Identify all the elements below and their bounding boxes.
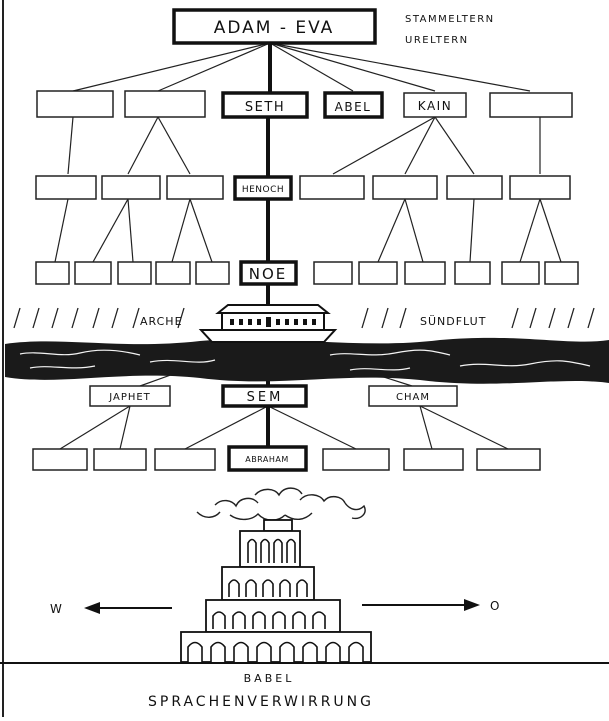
ark-icon — [198, 304, 338, 343]
gen2-empty-box — [446, 175, 503, 200]
gen3-empty-box — [358, 261, 398, 285]
noe-label: NOE — [249, 265, 288, 283]
gen3-empty-box — [117, 261, 152, 285]
kain-box — [403, 92, 467, 118]
ark-label: ARCHE — [140, 315, 183, 328]
root-note-ureltern: URELTERN — [405, 35, 469, 46]
sons-gen-empty-box — [322, 448, 390, 471]
east-label: O — [490, 599, 499, 613]
gen3-empty-box — [74, 261, 112, 285]
abraham-label: ABRAHAM — [245, 455, 289, 464]
abel-label: ABEL — [335, 100, 372, 114]
west-label: W — [50, 602, 62, 616]
root-label: ADAM - EVA — [214, 18, 335, 38]
smoke-cloud — [196, 487, 366, 521]
henoch-box — [233, 175, 293, 201]
gen2-empty-box — [101, 175, 161, 200]
sons-gen-empty-box — [32, 448, 88, 471]
root-note-stammeltern: STAMMELTERN — [405, 14, 495, 25]
babel-title: BABEL — [244, 672, 295, 685]
noe-box — [239, 260, 298, 286]
gen2-empty-box — [35, 175, 97, 200]
gen2-empty-box — [166, 175, 224, 200]
gen3-empty-box — [544, 261, 579, 285]
flood-label: SÜNDFLUT — [420, 315, 486, 328]
gen2-empty-box — [372, 175, 438, 200]
sons-gen-empty-box — [154, 448, 216, 471]
gen3-empty-box — [454, 261, 491, 285]
seth-label: SETH — [245, 100, 285, 115]
sem-label: SEM — [247, 390, 284, 405]
kain-label: KAIN — [418, 99, 452, 113]
sons-gen-empty-box — [403, 448, 464, 471]
abraham-box — [227, 445, 308, 472]
rain-strokes — [13, 307, 595, 329]
cham-label: CHAM — [396, 392, 430, 403]
henoch-label: HENOCH — [242, 185, 284, 195]
flood-water — [5, 337, 609, 384]
arrow-east-icon — [362, 599, 480, 611]
gen1-empty-box — [124, 90, 206, 118]
gen3-empty-box — [155, 261, 191, 285]
sons-gen-empty-box — [93, 448, 147, 471]
japhet-box — [89, 385, 171, 407]
gen3-empty-box — [35, 261, 70, 285]
seth-box — [221, 91, 309, 119]
gen1-empty-box — [489, 92, 573, 118]
gen3-empty-box — [501, 261, 540, 285]
arrow-west-icon — [84, 602, 172, 614]
sons-gen-empty-box — [476, 448, 541, 471]
babel-subtitle: SPRACHENVERWIRRUNG — [148, 694, 374, 710]
gen1-empty-box — [36, 90, 114, 118]
gen3-empty-box — [404, 261, 446, 285]
tower-of-babel-icon — [180, 519, 372, 663]
gen2-empty-box — [299, 175, 365, 200]
japhet-label: JAPHET — [108, 392, 151, 403]
cham-box — [368, 385, 458, 407]
water-waves — [19, 349, 591, 371]
root-box — [172, 8, 377, 45]
gen2-empty-box — [509, 175, 571, 200]
abel-box — [323, 91, 384, 119]
sem-box — [221, 384, 308, 408]
gen3-empty-box — [195, 261, 230, 285]
gen3-empty-box — [313, 261, 353, 285]
